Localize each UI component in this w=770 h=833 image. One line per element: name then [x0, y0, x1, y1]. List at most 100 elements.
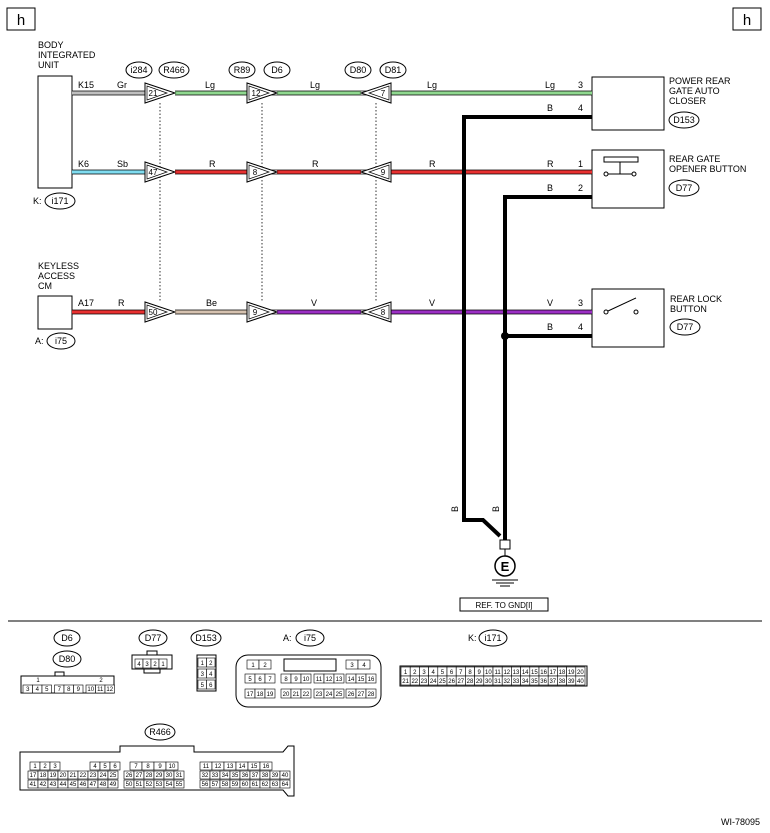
pin-number: 60 [242, 782, 249, 788]
svg-text:7: 7 [381, 89, 386, 98]
pin-number: 2 [263, 663, 267, 669]
pin-cell [264, 673, 276, 684]
svg-text:R466: R466 [149, 727, 171, 737]
svg-text:V: V [311, 298, 317, 308]
svg-text:REAR GATE: REAR GATE [669, 154, 720, 164]
svg-text:REF. TO GND[I]: REF. TO GND[I] [475, 601, 532, 610]
pin-number: 49 [110, 782, 117, 788]
svg-text:3: 3 [578, 80, 583, 90]
svg-text:3: 3 [578, 298, 583, 308]
svg-text:8: 8 [381, 308, 386, 317]
pin-number: 4 [137, 662, 141, 668]
pin-number: 24 [430, 679, 437, 685]
pin-number: 31 [176, 773, 183, 779]
pin-cell [158, 658, 168, 669]
pin-cell [357, 659, 371, 670]
svg-text:OPENER BUTTON: OPENER BUTTON [669, 164, 746, 174]
pin-cell [365, 673, 377, 684]
pin-number: 46 [80, 782, 87, 788]
pin-number: 21 [70, 773, 77, 779]
pin-number: 64 [282, 782, 289, 788]
pin-number: 16 [368, 677, 375, 683]
pin-number: 5 [201, 683, 205, 689]
svg-text:V: V [429, 298, 435, 308]
pin-number: 58 [222, 782, 229, 788]
pin-number: 5 [248, 677, 252, 683]
pin-number: 38 [262, 773, 269, 779]
pin-number: 15 [251, 764, 258, 770]
pin-number: 13 [227, 764, 234, 770]
pin-number: 6 [450, 670, 454, 676]
pin-number: 14 [239, 764, 246, 770]
svg-text:BODY: BODY [38, 40, 64, 50]
pin-number: 18 [559, 670, 566, 676]
pin-number: 18 [257, 692, 264, 698]
pin-number: 29 [476, 679, 483, 685]
pin-number: 14 [348, 677, 355, 683]
keyless-access-cm: KEYLESS ACCESS CM A: i75 [35, 261, 79, 350]
pin-number: 7 [459, 670, 463, 676]
pin-number: 22 [80, 773, 87, 779]
svg-text:Lg: Lg [310, 80, 320, 90]
pin-number: 37 [252, 773, 259, 779]
svg-text:2: 2 [99, 678, 103, 684]
pin-number: 50 [126, 782, 133, 788]
pin-number: 25 [336, 692, 343, 698]
pin-number: 3 [201, 672, 205, 678]
pin-number: 35 [232, 773, 239, 779]
pin-number: 26 [126, 773, 133, 779]
pin-number: 27 [457, 679, 464, 685]
pin-number: 2 [413, 670, 417, 676]
pin-number: 45 [70, 782, 77, 788]
pin-number: 15 [531, 670, 538, 676]
pin-number: 16 [540, 670, 547, 676]
pin-number: 3 [350, 663, 354, 669]
svg-text:h: h [17, 12, 25, 29]
svg-text:B: B [547, 322, 553, 332]
svg-text:A:: A: [35, 336, 44, 346]
pin-number: 62 [262, 782, 269, 788]
pin-number: 10 [485, 670, 492, 676]
pin-number: 33 [212, 773, 219, 779]
pin-cell [206, 668, 216, 679]
pin-number: 47 [90, 782, 97, 788]
pin-number: 13 [336, 677, 343, 683]
pin-number: 61 [252, 782, 259, 788]
svg-text:R: R [312, 159, 319, 169]
svg-text:B: B [547, 103, 553, 113]
pin-number: 1 [33, 764, 37, 770]
pins-row2: 47 8 9 [144, 161, 392, 183]
pin-number: 3 [145, 662, 149, 668]
pins-row3: 50 9 8 [144, 301, 392, 323]
pin-number: 21 [293, 692, 300, 698]
pin-cell [333, 673, 345, 684]
svg-text:1: 1 [578, 159, 583, 169]
pin-cell [173, 779, 185, 789]
pin-number: 6 [113, 764, 117, 770]
pin-number: 55 [176, 782, 183, 788]
pin-number: 4 [209, 672, 213, 678]
svg-text:1: 1 [36, 678, 40, 684]
pin-cell [333, 688, 345, 699]
pin-cell [575, 675, 586, 686]
svg-text:CLOSER: CLOSER [669, 96, 707, 106]
pin-cell [49, 761, 61, 771]
svg-text:Lg: Lg [545, 80, 555, 90]
svg-text:V: V [547, 298, 553, 308]
pin-number: 13 [513, 670, 520, 676]
pin-number: 28 [467, 679, 474, 685]
pin-number: 30 [485, 679, 492, 685]
pin-number: 27 [358, 692, 365, 698]
pin-number: 53 [156, 782, 163, 788]
svg-text:R466: R466 [163, 65, 185, 75]
wire-row3: A17 R Be V V V 3 [72, 298, 592, 315]
svg-text:A17: A17 [78, 298, 94, 308]
pin-number: 22 [411, 679, 418, 685]
pin-number: 26 [348, 692, 355, 698]
wire-row2: K6 Sb R R R R 1 [72, 159, 592, 175]
svg-text:KEYLESS: KEYLESS [38, 261, 79, 271]
pin-number: 4 [432, 670, 436, 676]
